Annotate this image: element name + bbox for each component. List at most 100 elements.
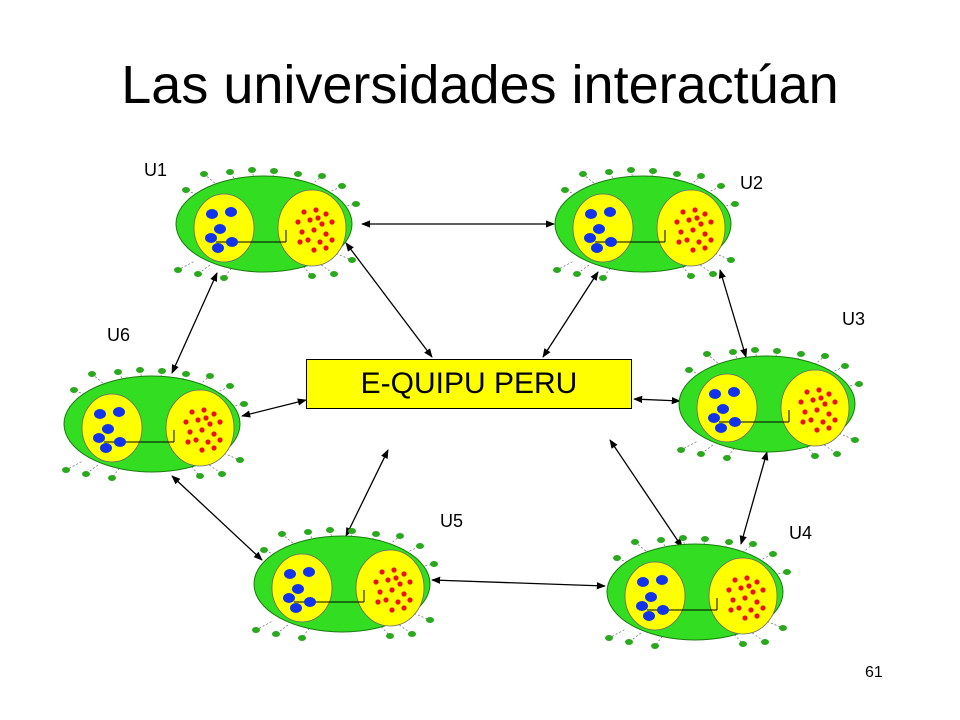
satellite-dot <box>773 348 781 354</box>
satellite-dot <box>797 351 805 357</box>
red-dot <box>207 421 213 427</box>
inner-cell-right <box>780 369 850 447</box>
red-dot <box>317 239 323 245</box>
red-dot <box>754 613 760 619</box>
red-dot <box>311 227 317 233</box>
blue-dot <box>643 611 655 621</box>
red-dot <box>702 231 708 237</box>
satellite-dot <box>308 273 316 279</box>
satellite-dot <box>725 539 733 545</box>
satellite-dot <box>348 257 356 263</box>
u2-label: U2 <box>740 173 764 193</box>
connection-arrow <box>633 395 681 405</box>
inner-cell-right <box>355 549 425 627</box>
satellite-dot <box>709 271 717 277</box>
blue-dot <box>591 243 603 253</box>
blue-dot <box>94 409 106 419</box>
satellite-dot <box>561 187 569 193</box>
blue-dot <box>292 584 304 594</box>
blue-dot <box>604 207 616 217</box>
satellite-dot <box>855 381 863 387</box>
satellite-dot <box>833 451 841 457</box>
blue-dot <box>656 575 668 585</box>
blue-dot <box>283 593 295 603</box>
satellite-dot <box>304 529 312 535</box>
red-dot <box>684 237 690 243</box>
satellite-dot <box>613 555 621 561</box>
red-dot <box>760 587 766 593</box>
connection-arrow <box>241 398 307 418</box>
connection-arrow <box>431 576 606 590</box>
blue-dot <box>303 567 315 577</box>
red-dot <box>299 229 305 235</box>
red-dot <box>389 587 395 593</box>
blue-dot <box>284 569 296 579</box>
satellite-dot <box>703 351 711 357</box>
red-dot <box>760 605 766 611</box>
blue-dot <box>290 603 302 613</box>
red-dot <box>205 439 211 445</box>
inner-cell-right <box>277 189 347 267</box>
inner-cell-right <box>656 189 726 267</box>
satellite-dot <box>298 635 306 641</box>
satellite-dot <box>278 531 286 537</box>
blue-dot <box>708 413 720 423</box>
satellite-dot <box>338 183 346 189</box>
satellite-dot <box>625 639 633 645</box>
red-dot <box>329 219 335 225</box>
blue-dot <box>102 424 114 434</box>
satellite-dot <box>108 475 116 481</box>
red-dot <box>323 211 329 217</box>
u4-label: U4 <box>789 523 813 543</box>
red-dot <box>702 211 708 217</box>
red-dot <box>323 245 329 251</box>
red-dot <box>217 437 223 443</box>
satellite-dot <box>326 527 334 533</box>
red-dot <box>397 581 403 587</box>
red-dot <box>694 215 700 221</box>
red-dot <box>295 219 301 225</box>
blue-dot <box>226 237 238 247</box>
satellite-dot <box>779 625 787 631</box>
blue-dot <box>605 237 617 247</box>
satellite-dot <box>701 536 709 542</box>
red-dot <box>377 589 383 595</box>
satellite-dot <box>687 273 695 279</box>
blue-dot <box>657 605 669 615</box>
red-dot <box>744 575 750 581</box>
red-dot <box>698 221 704 227</box>
satellite-dot <box>236 457 244 463</box>
red-dot <box>738 585 744 591</box>
red-dot <box>686 217 692 223</box>
satellite-dot <box>416 543 424 549</box>
satellite-dot <box>226 169 234 175</box>
satellite-dot <box>673 171 681 177</box>
satellite-dot <box>386 633 394 639</box>
red-dot <box>708 237 714 243</box>
red-dot <box>702 245 708 251</box>
red-dot <box>728 607 734 613</box>
blue-dot <box>225 207 237 217</box>
red-dot <box>802 409 808 415</box>
satellite-dot <box>573 271 581 277</box>
red-dot <box>832 399 838 405</box>
red-dot <box>696 239 702 245</box>
red-dot <box>305 237 311 243</box>
blue-dot <box>212 243 224 253</box>
satellite-dot <box>841 363 849 369</box>
red-dot <box>742 595 748 601</box>
connection-arrow <box>171 475 263 561</box>
satellite-dot <box>240 401 248 407</box>
red-dot <box>187 429 193 435</box>
u5-label: U5 <box>440 511 464 531</box>
satellite-dot <box>657 537 665 543</box>
connection-arrows <box>171 220 769 590</box>
connection-arrow <box>542 271 599 358</box>
satellite-dot <box>272 631 280 637</box>
blue-dot <box>636 601 648 611</box>
satellite-dot <box>136 367 144 373</box>
red-dot <box>732 577 738 583</box>
red-dot <box>808 417 814 423</box>
university-cell-u2 <box>553 167 739 281</box>
